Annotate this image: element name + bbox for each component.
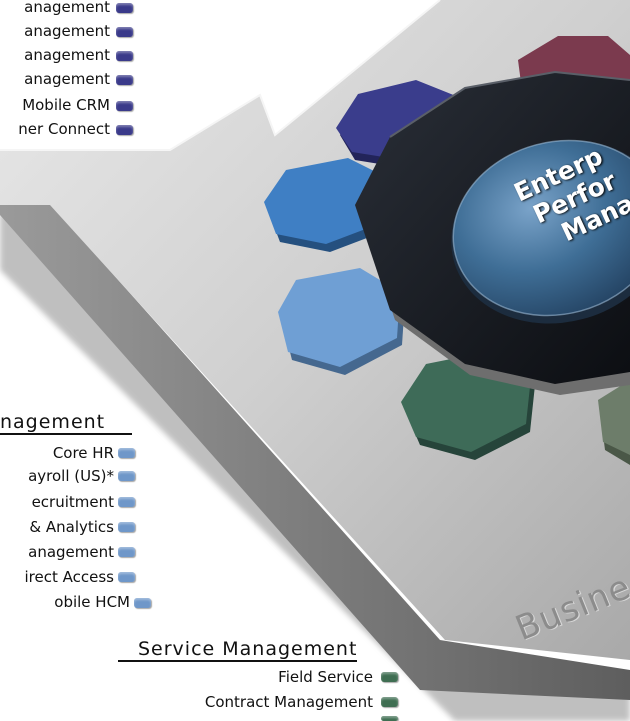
hcm-swatch-icon — [134, 598, 151, 608]
hcm-item: ecruitment — [31, 493, 114, 511]
crm-swatch-icon — [116, 125, 133, 135]
crm-item: anagement — [24, 46, 110, 64]
hcm-heading: nagement — [0, 411, 132, 435]
hcm-item: & Analytics — [29, 518, 114, 536]
crm-swatch-icon — [116, 3, 133, 13]
hcm-swatch-icon — [118, 522, 135, 532]
service-item: Field Service — [278, 668, 373, 686]
service-swatch-icon — [381, 672, 398, 682]
crm-swatch-icon — [116, 27, 133, 37]
crm-item: Mobile CRM — [22, 96, 110, 114]
hcm-item: Core HR — [52, 444, 114, 462]
crm-swatch-icon — [116, 75, 133, 85]
service-swatch-icon — [381, 716, 398, 721]
petal-light-blue — [278, 268, 405, 375]
hcm-swatch-icon — [118, 497, 135, 507]
hcm-item: obile HCM — [54, 593, 130, 611]
hcm-swatch-icon — [118, 471, 135, 481]
crm-item: anagement — [24, 22, 110, 40]
crm-item: anagement — [24, 0, 110, 16]
hcm-swatch-icon — [118, 448, 135, 458]
petal-gray-green — [598, 380, 630, 465]
crm-item: anagement — [24, 70, 110, 88]
petal-blue — [264, 158, 392, 252]
hcm-swatch-icon — [118, 547, 135, 557]
service-item: Contract Management — [204, 693, 373, 711]
hcm-swatch-icon — [118, 572, 135, 582]
hcm-item: irect Access — [24, 568, 114, 586]
hcm-item: ayroll (US)* — [28, 467, 114, 485]
hcm-item: anagement — [28, 543, 114, 561]
crm-swatch-icon — [116, 51, 133, 61]
service-heading: Service Management — [118, 638, 358, 662]
crm-item: ner Connect — [18, 120, 110, 138]
service-swatch-icon — [381, 697, 398, 707]
crm-swatch-icon — [116, 101, 133, 111]
